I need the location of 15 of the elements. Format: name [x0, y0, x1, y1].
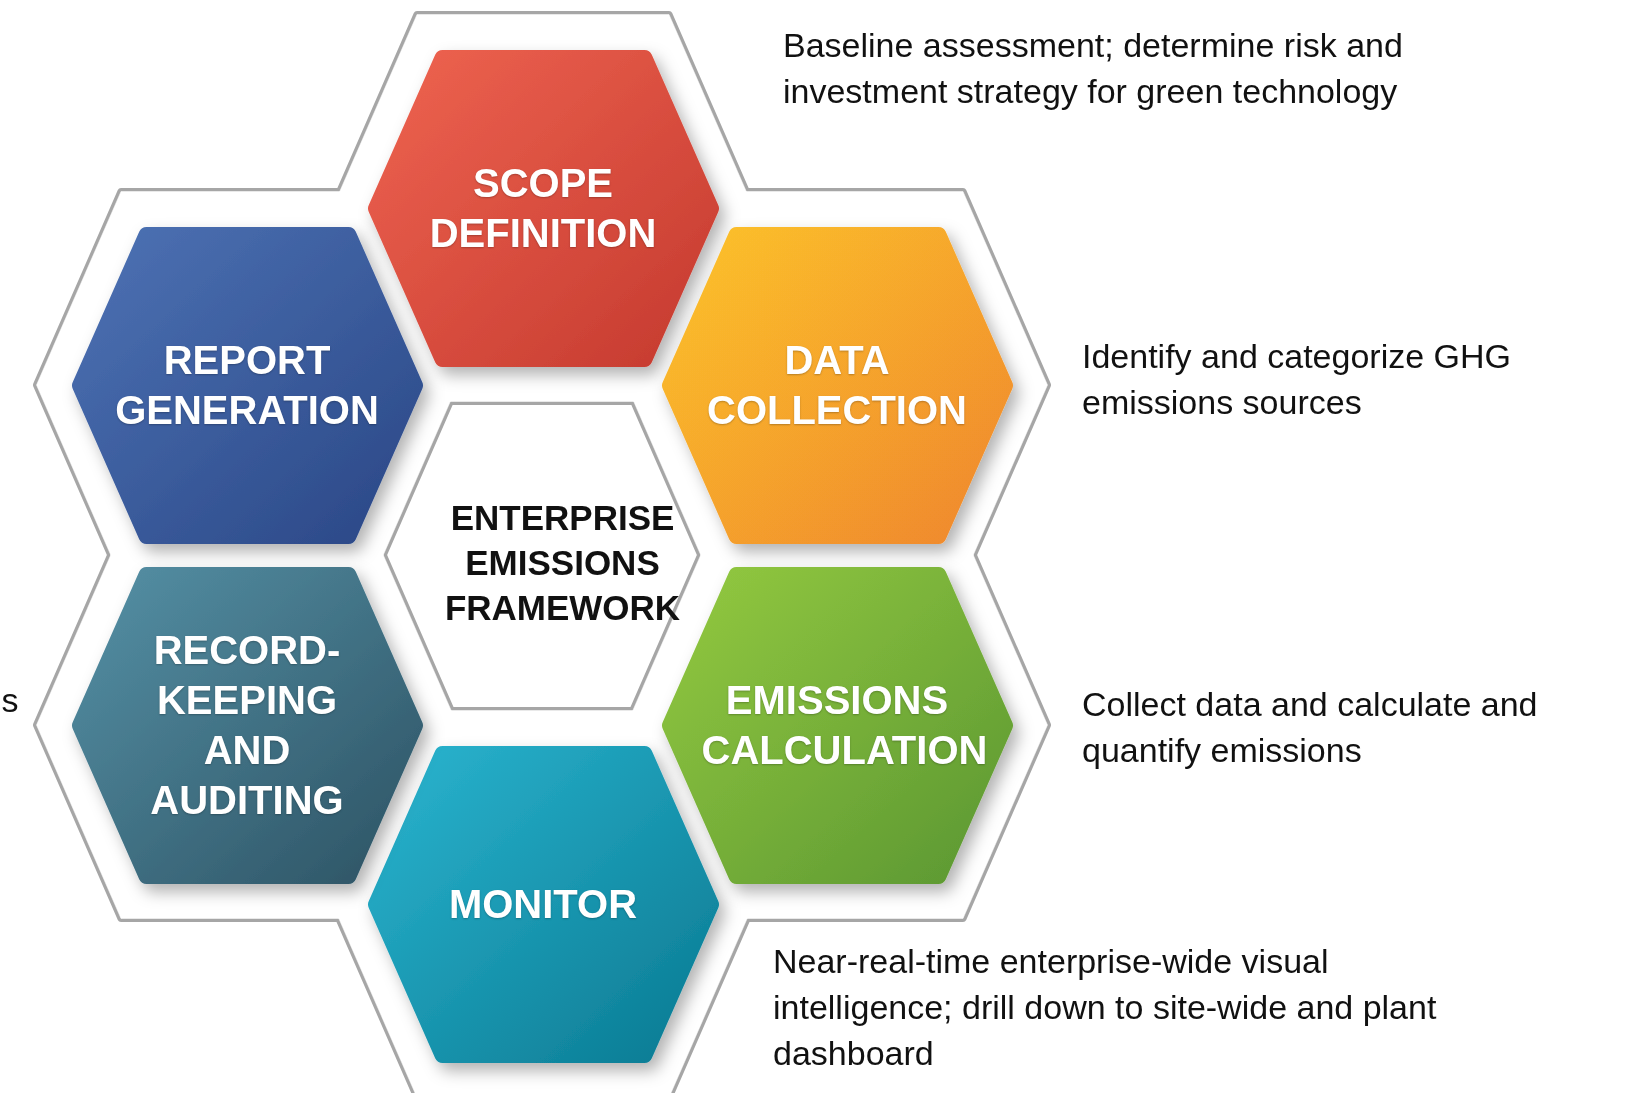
step-title: SCOPE DEFINITION	[429, 161, 657, 255]
center-title: ENTERPRISE EMISSIONS FRAMEWORK	[443, 497, 682, 629]
step-title: DATA COLLECTION	[707, 338, 967, 432]
step-title: RECORD-KEEPING AND AUDITING	[150, 628, 344, 822]
cut-off-text: s	[0, 680, 20, 721]
hexagon-step	[71, 226, 423, 544]
hexagon-step	[367, 49, 719, 367]
step-description: Near-real-time enterprise-wide visual intelligence; drill down to site-wide and plant dashboard	[773, 941, 1438, 1074]
step-description: Identify and categorize GHG emissions sources	[1082, 336, 1512, 423]
step-title: REPORT GENERATION	[115, 338, 379, 432]
step-title: EMISSIONS CALCULATION	[701, 678, 988, 772]
step-title: MONITOR	[448, 882, 638, 926]
step-description: Baseline assessment; determine risk and investment strategy for green technology	[783, 25, 1404, 112]
hexagon-step	[71, 566, 423, 884]
step-description: Collect data and calculate and quantify emissions	[1082, 684, 1539, 771]
